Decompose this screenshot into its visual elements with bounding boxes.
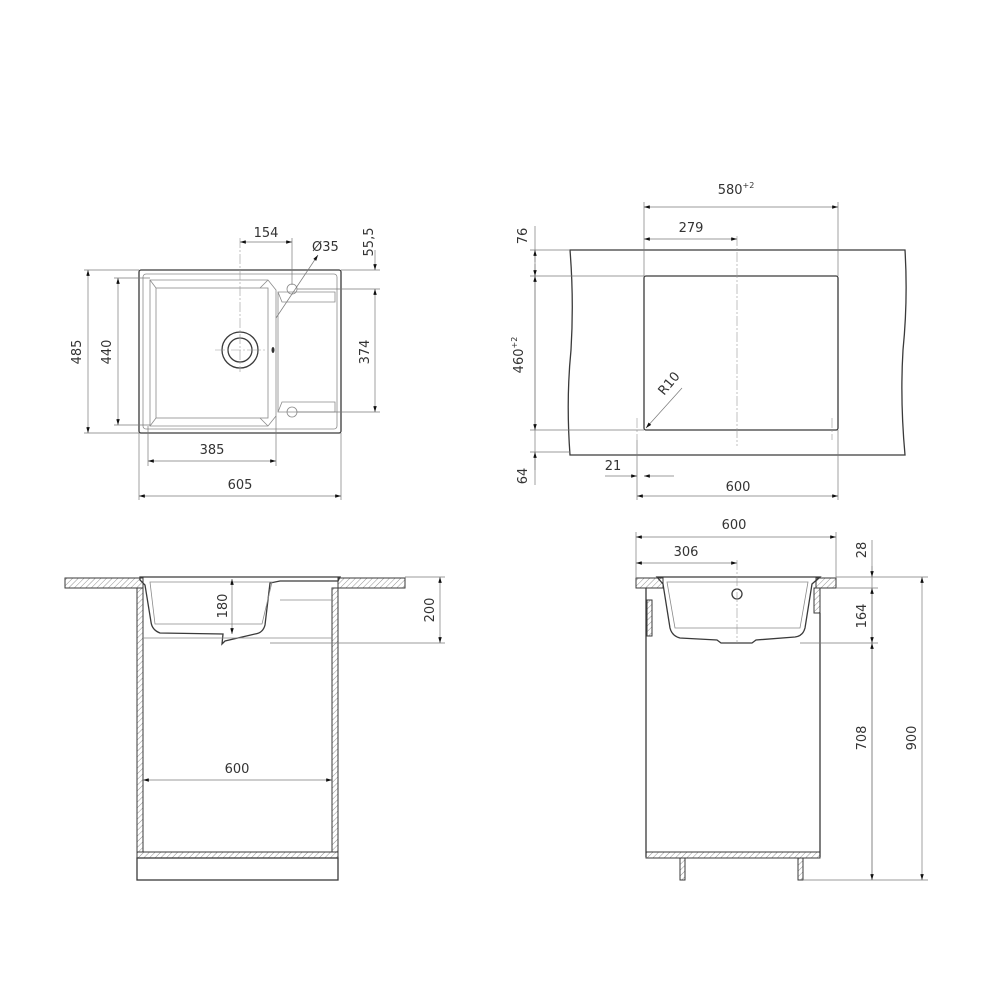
dim-605: 605: [228, 478, 253, 493]
dim-200: 200: [423, 598, 438, 623]
dim-600-side: 600: [722, 518, 747, 533]
dim-r10: R10: [656, 369, 684, 398]
dim-tap-hole: Ø35: [312, 240, 339, 255]
dim-440: 440: [100, 340, 115, 365]
dim-460: 460+2: [510, 337, 527, 374]
dim-28: 28: [855, 542, 870, 559]
dim-55-5: 55,5: [362, 228, 377, 257]
dim-485: 485: [70, 340, 85, 365]
dim-708: 708: [855, 726, 870, 751]
dim-385: 385: [200, 443, 225, 458]
dim-154: 154: [254, 226, 279, 241]
top-view: 485 440 154 Ø35 55,5 374 385 605: [70, 226, 380, 500]
cutout-rect: [643, 275, 839, 431]
dim-21: 21: [605, 459, 622, 474]
dim-900: 900: [905, 726, 920, 751]
cutout-view: 580+2 279 76 460+2 64 R10 21 600: [510, 181, 907, 500]
dim-306: 306: [674, 545, 699, 560]
dim-76: 76: [516, 228, 531, 245]
side-section-view: 600 306 28 164 708 900: [635, 518, 928, 881]
dim-64: 64: [516, 468, 531, 485]
dim-600-front: 600: [225, 762, 250, 777]
dim-374: 374: [358, 340, 373, 365]
dim-580: 580+2: [718, 181, 755, 198]
dim-600-cutout: 600: [726, 480, 751, 495]
front-section-view: 180 200 600: [64, 576, 445, 881]
dim-164: 164: [855, 604, 870, 629]
dim-180: 180: [216, 594, 231, 619]
dim-279: 279: [679, 221, 704, 236]
